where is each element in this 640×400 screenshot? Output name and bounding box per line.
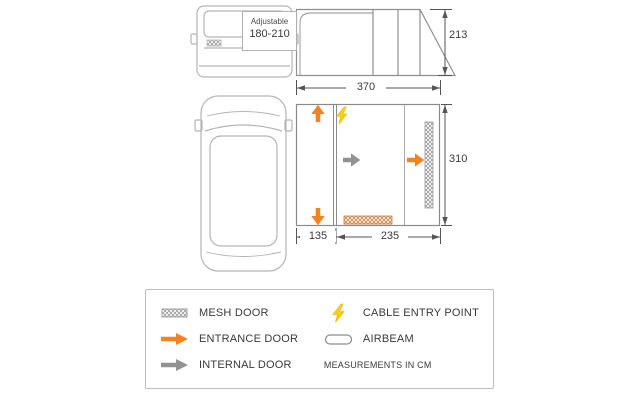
internal-door-arrow: [343, 153, 361, 167]
legend-label-mesh-door: MESH DOOR: [199, 307, 269, 319]
airbeam-icon: [324, 333, 354, 346]
awning-side-view: [295, 8, 456, 77]
legend-label-internal-door: INTERNAL DOOR: [199, 359, 292, 371]
adjustable-label-text: Adjustable: [250, 17, 289, 26]
entrance-door-icon: [160, 332, 190, 346]
dim-213: [430, 9, 452, 76]
legend-box: MESH DOOR CABLE ENTRY POINT ENTRANCE DOO…: [145, 289, 494, 389]
cable-entry-icon: [324, 303, 354, 323]
legend-item-airbeam: AIRBEAM: [324, 333, 479, 346]
entrance-door-arrow-bottom: [311, 208, 325, 226]
legend-label-airbeam: AIRBEAM: [362, 333, 414, 345]
entrance-door-arrow-right: [407, 153, 425, 167]
legend-label-entrance-door: ENTRANCE DOOR: [199, 333, 299, 345]
mesh-panel-side: [424, 121, 434, 209]
awning-floor-plan: [295, 103, 441, 227]
dim-label-section-right: 235: [372, 231, 408, 242]
legend-item-entrance-door: ENTRANCE DOOR: [160, 332, 324, 346]
dim-label-total-width: 370: [346, 82, 386, 93]
legend-item-internal-door: INTERNAL DOOR: [160, 358, 324, 372]
dim-310: [441, 104, 452, 226]
mesh-door-front: [343, 215, 393, 225]
entrance-door-arrow-top: [311, 104, 325, 122]
mirror-left: [194, 119, 203, 132]
cable-entry-icon: [336, 106, 348, 125]
headlight-left: [206, 39, 222, 47]
internal-door-icon: [160, 358, 190, 372]
adjustable-height-label: Adjustable 180-210: [242, 11, 297, 51]
legend-item-measurements-note: MEASUREMENTS IN CM: [324, 360, 479, 370]
van-top-view: [194, 95, 293, 272]
dim-label-depth: 310: [447, 153, 470, 165]
legend-item-cable-entry: CABLE ENTRY POINT: [324, 303, 479, 323]
adjustable-range-text: 180-210: [249, 28, 290, 40]
legend-label-cable-entry: CABLE ENTRY POINT: [362, 307, 479, 319]
legend-item-mesh-door: MESH DOOR: [160, 307, 324, 319]
dim-label-section-left: 135: [300, 231, 336, 242]
mirror-right: [284, 119, 293, 132]
dim-label-height: 213: [449, 29, 468, 41]
legend-label-measurements-note: MEASUREMENTS IN CM: [323, 360, 432, 370]
mesh-door-icon: [160, 307, 190, 319]
